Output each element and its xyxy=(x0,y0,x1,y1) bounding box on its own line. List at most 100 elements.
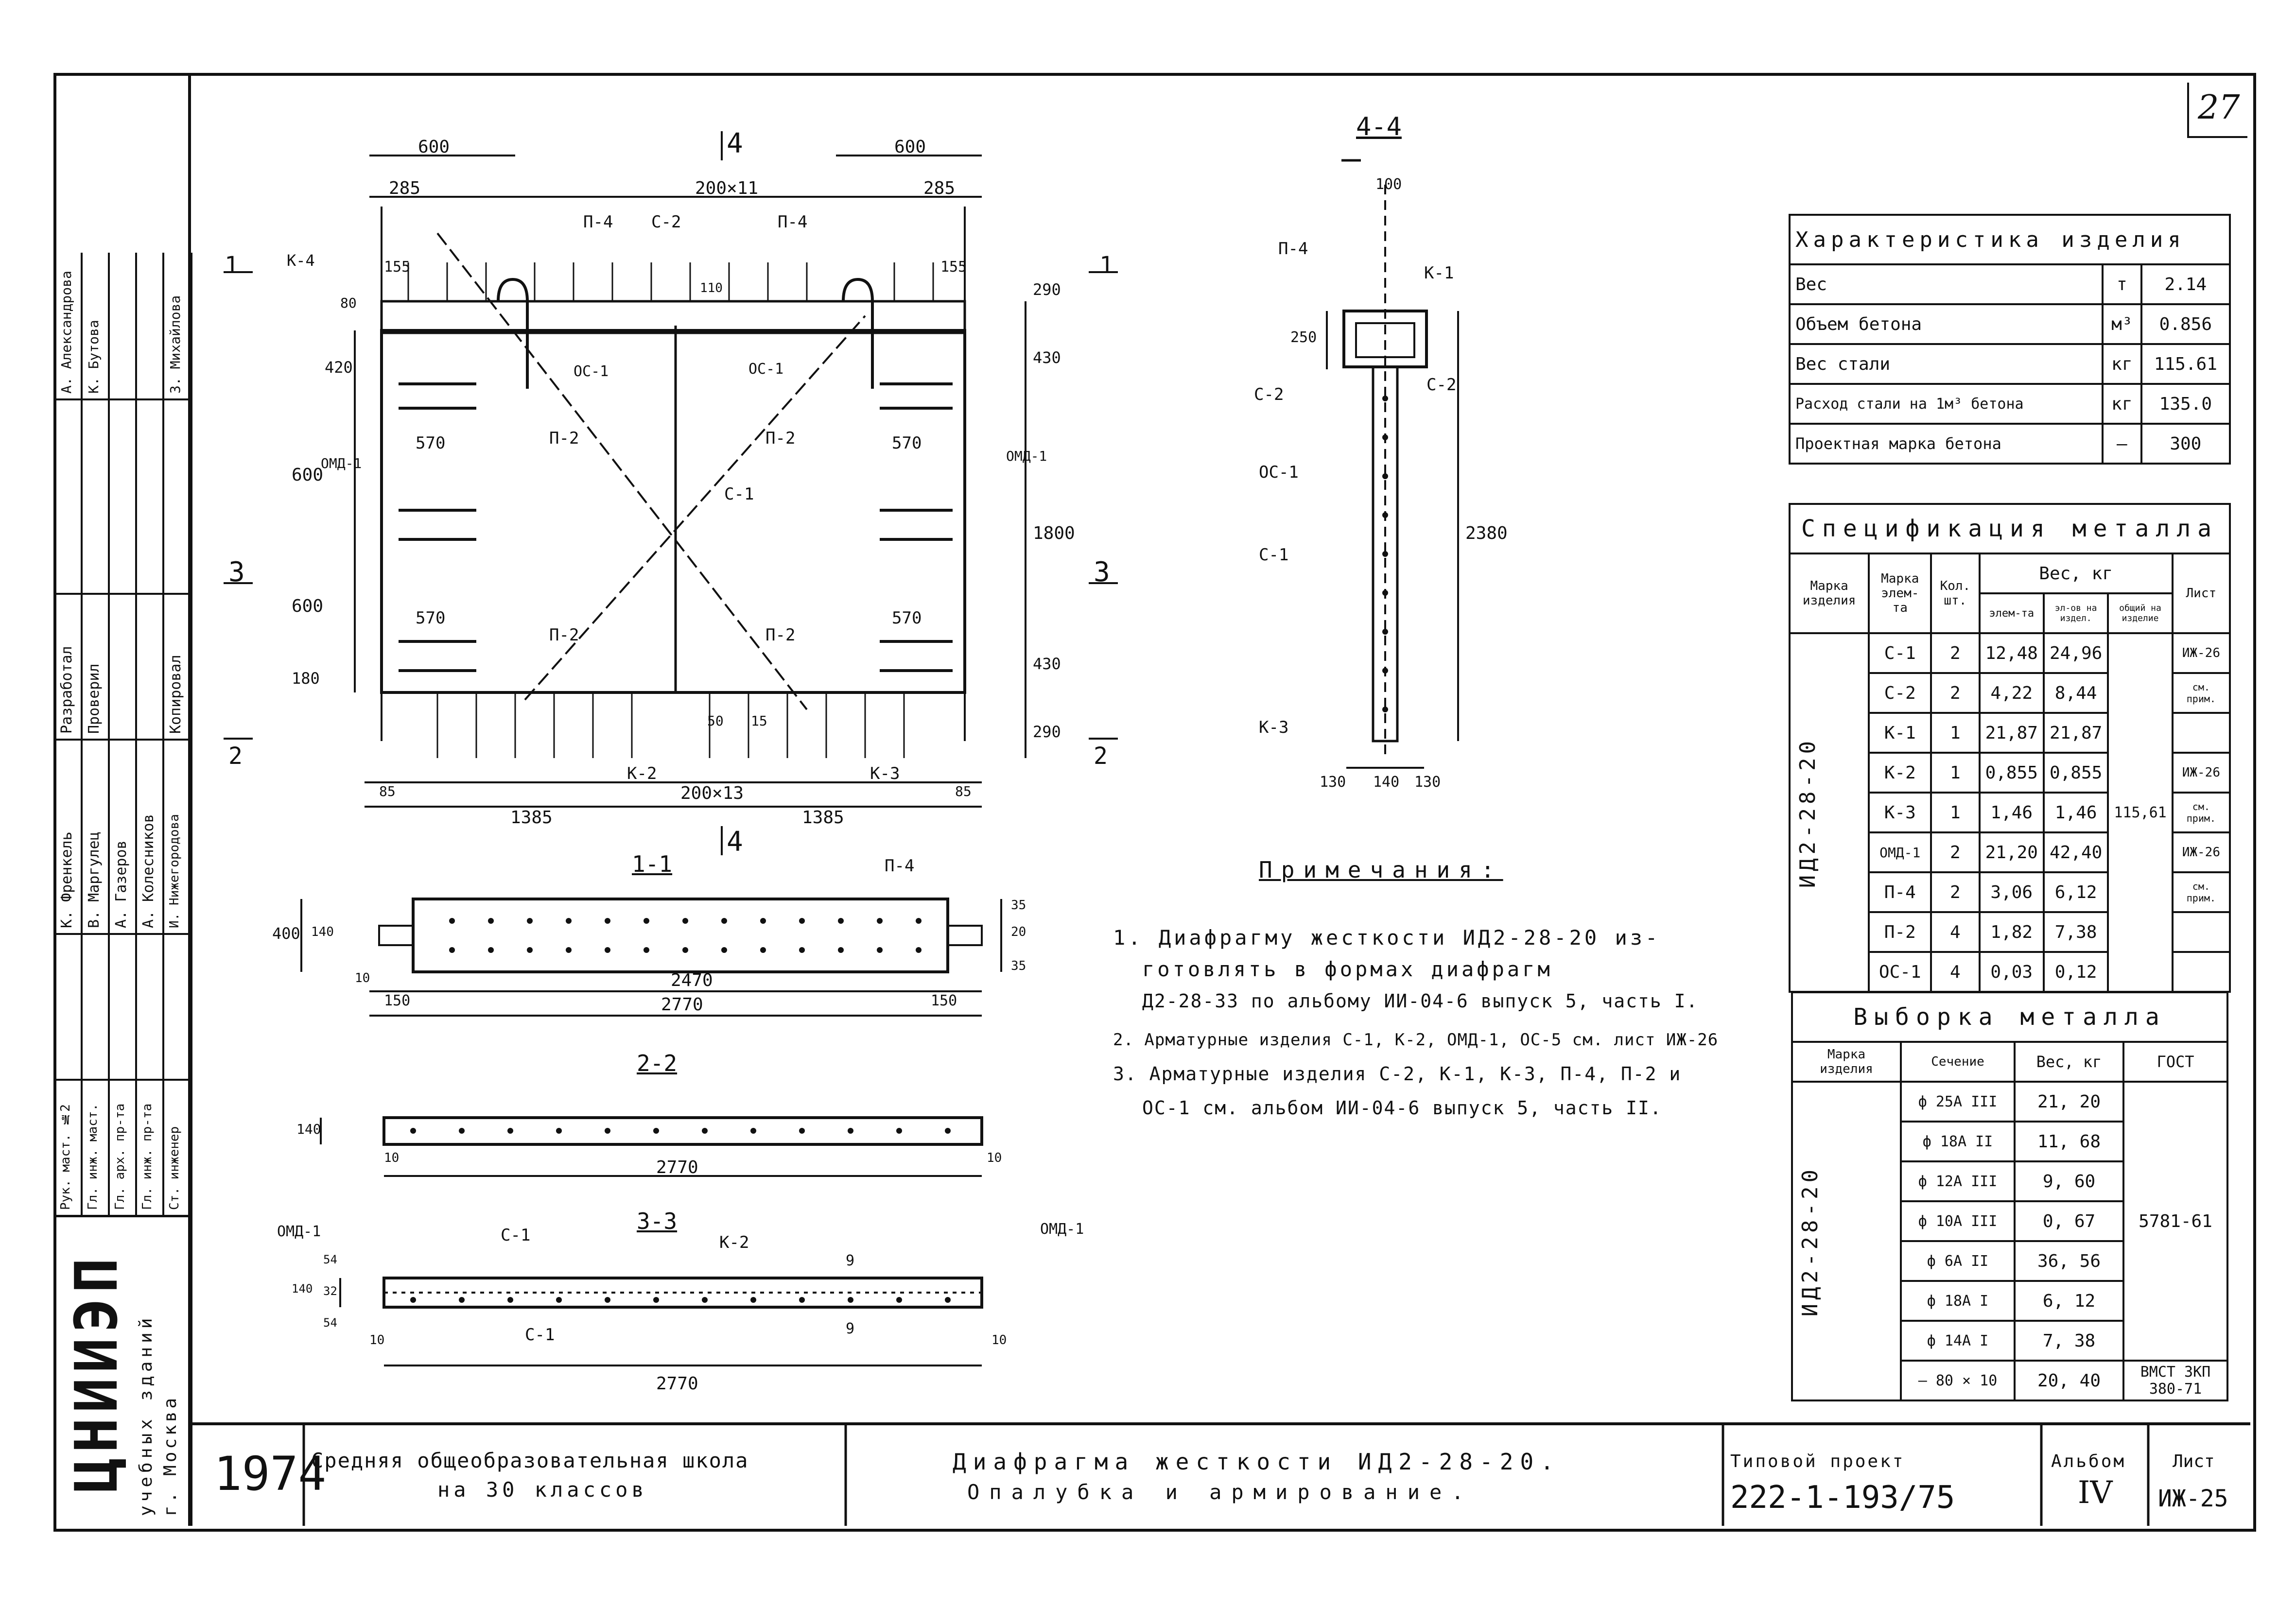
dim-290-bottom: 290 xyxy=(1033,723,1061,741)
sec44-d130-left: 130 xyxy=(1320,774,1346,791)
stamp-role-5: Ст. инженер xyxy=(167,1126,182,1210)
sec44-d140: 140 xyxy=(1373,774,1400,791)
spec-qty: 2 xyxy=(1930,831,1981,873)
album-number: IV xyxy=(2078,1475,2113,1511)
stamp-person-4: А. Колесников xyxy=(140,814,157,928)
char-name: Вес xyxy=(1789,263,2104,305)
mark-oc1-right: ОС-1 xyxy=(748,361,784,378)
selection-title: Выборка металла xyxy=(1791,991,2228,1043)
sel-h-section: Сечение xyxy=(1900,1041,2016,1083)
sec11-d150-right: 150 xyxy=(931,992,957,1009)
spec-h-w1: элем-та xyxy=(1978,592,2045,634)
specification-table: Спецификация металла Марка изделия Марка… xyxy=(1788,503,2231,993)
char-value: 0.856 xyxy=(2140,303,2231,345)
section-mark-4-bottom: 4 xyxy=(727,826,743,858)
spec-el: К-2 xyxy=(1868,752,1932,794)
char-name: Проектная марка бетона xyxy=(1789,423,2104,465)
spec-total: 115,61 xyxy=(2107,632,2174,993)
spec-h-qty: Кол. шт. xyxy=(1930,553,1981,634)
sec11-title: 1-1 xyxy=(632,851,673,877)
sec11-d2470: 2470 xyxy=(671,970,713,990)
sel-weight: 6, 12 xyxy=(2014,1280,2124,1322)
spec-sheet xyxy=(2171,951,2231,993)
section-mark-2-right: 2 xyxy=(1094,743,1108,770)
characteristics-title: Характеристика изделия xyxy=(1789,214,2231,265)
project-label: Типовой проект xyxy=(1730,1451,1905,1471)
sec33-d10-right: 10 xyxy=(991,1333,1007,1348)
sec44-d2380: 2380 xyxy=(1465,523,1508,543)
spec-qty: 1 xyxy=(1930,712,1981,754)
spec-w2: 24,96 xyxy=(2042,632,2109,674)
section-mark-4-top: 4 xyxy=(727,128,743,159)
dim-420: 420 xyxy=(325,358,353,377)
sec11-d150-left: 150 xyxy=(384,992,411,1009)
section-mark-1-left: 1 xyxy=(225,252,239,279)
spec-w2: 7,38 xyxy=(2042,911,2109,953)
spec-qty: 2 xyxy=(1930,632,1981,674)
sel-weight: 20, 40 xyxy=(2014,1360,2124,1401)
spec-sheet: см. прим. xyxy=(2171,792,2231,833)
sel-h-mark: Марка изделия xyxy=(1791,1041,1902,1083)
dim-430-top: 430 xyxy=(1033,348,1061,367)
stamp-role2-2: Проверил xyxy=(86,663,103,734)
sec33-oma1-right: ОМД-1 xyxy=(1040,1221,1084,1238)
dim-80: 80 xyxy=(340,295,357,311)
sel-section: ф 12А III xyxy=(1900,1160,2016,1202)
mark-oc1-left: ОС-1 xyxy=(574,363,609,380)
section-mark-3-right: 3 xyxy=(1094,556,1110,588)
char-name: Вес стали xyxy=(1789,343,2104,385)
dim-50: 50 xyxy=(707,713,724,729)
title-drawing-1: Диафрагма жесткости ИД2-28-20. xyxy=(953,1449,1561,1475)
section-mark-1-right: 1 xyxy=(1099,252,1113,279)
spec-w1: 4,22 xyxy=(1978,672,2045,714)
org-name: ЦНИИЭП xyxy=(63,1253,131,1493)
spec-qty: 2 xyxy=(1930,672,1981,714)
spec-el: П-2 xyxy=(1868,911,1932,953)
sel-product: ИД2-28-20 xyxy=(1798,1165,1823,1317)
sec11-d400: 400 xyxy=(272,924,300,943)
sec33-d32: 32 xyxy=(323,1284,337,1298)
title-object: Средняя общеобразовательная школа xyxy=(311,1449,749,1472)
mark-s1: С-1 xyxy=(724,484,754,504)
dim-15: 15 xyxy=(751,713,767,729)
panel-outline xyxy=(380,329,966,694)
spec-w1: 0,03 xyxy=(1978,951,2045,993)
sec22-body xyxy=(383,1116,983,1146)
sel-weight: 11, 68 xyxy=(2014,1121,2124,1162)
spec-w1: 12,48 xyxy=(1978,632,2045,674)
char-unit: кг xyxy=(2102,383,2142,425)
spec-w2: 0,855 xyxy=(2042,752,2109,794)
spec-h-sheet: Лист xyxy=(2171,553,2231,634)
dim-200x13: 200×13 xyxy=(680,783,744,803)
sheet-code: ИЖ-25 xyxy=(2158,1485,2228,1512)
dim-570-2: 570 xyxy=(892,433,922,453)
sec33-s1-top: С-1 xyxy=(501,1226,531,1245)
dim-200x11: 200×11 xyxy=(695,178,759,198)
signature-area-top xyxy=(58,408,185,583)
sec11-d20: 20 xyxy=(1011,925,1026,939)
specification-title: Спецификация металла xyxy=(1789,503,2231,554)
spec-sheet: см. прим. xyxy=(2171,672,2231,714)
sec44-title: 4-4 xyxy=(1356,112,1402,141)
sec33-s1-bottom: С-1 xyxy=(525,1325,555,1345)
sel-section: ф 14А I xyxy=(1900,1320,2016,1362)
dim-600-right: 600 xyxy=(894,137,926,157)
sec44-s2-right: С-2 xyxy=(1426,375,1457,395)
char-value: 300 xyxy=(2140,423,2231,465)
dim-600-side-1: 600 xyxy=(292,465,324,485)
project-number: 222-1-193/75 xyxy=(1730,1480,1955,1516)
note-line-4: 2. Арматурные изделия С-1, К-2, ОМД-1, О… xyxy=(1113,1030,1719,1050)
org-city: г. Москва xyxy=(160,1395,180,1516)
sel-section: ф 18А I xyxy=(1900,1280,2016,1322)
stamp-role-2: Гл. инж. маст. xyxy=(86,1103,100,1210)
stamp-person-1: К. Френкель xyxy=(58,831,75,928)
dim-570-3: 570 xyxy=(416,608,446,628)
